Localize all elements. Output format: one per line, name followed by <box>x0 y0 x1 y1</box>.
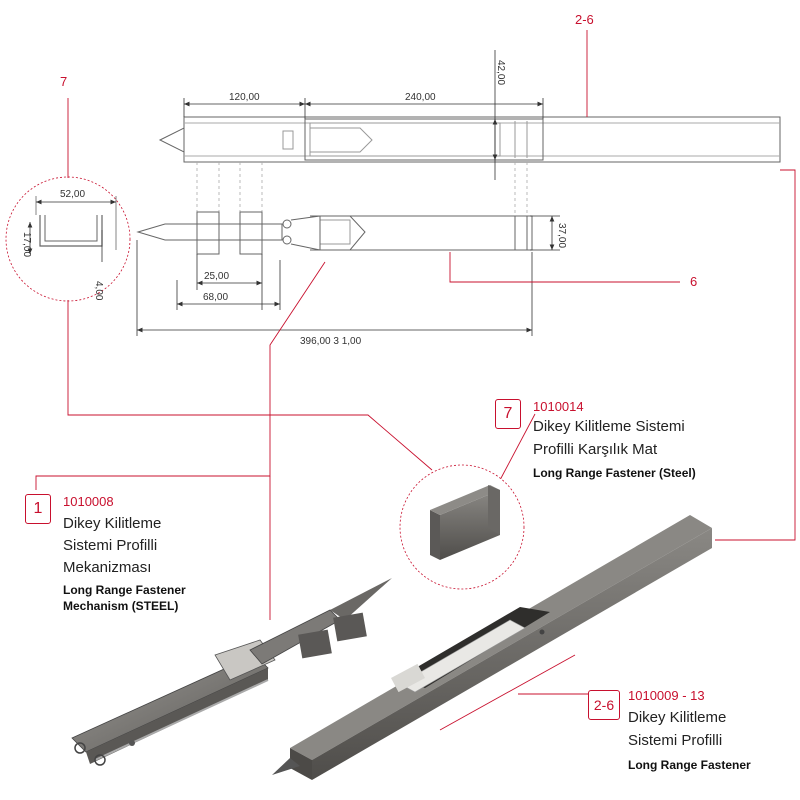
part-1-render <box>71 578 392 766</box>
title-7-line2: Profilli Karşılık Mat <box>533 441 658 458</box>
leader-lines <box>35 30 796 731</box>
mechanism-dimension-lines <box>136 215 560 336</box>
dim-120: 120,00 <box>229 92 260 103</box>
subtitle-1-line2: Mechanism (STEEL) <box>63 599 179 613</box>
label-6-mid: 6 <box>690 274 697 289</box>
code-1010009-13: 1010009 - 13 <box>628 688 705 703</box>
top-dimension-lines <box>183 50 544 180</box>
title-1-line3: Mekanizması <box>63 559 152 576</box>
projection-lines <box>196 162 528 215</box>
dim-4: 4,00 <box>93 281 104 301</box>
title-1-line2: Sistemi Profilli <box>63 537 158 554</box>
dim-25: 25,00 <box>204 271 229 282</box>
dim-37: 37,00 <box>556 223 567 248</box>
dim-52: 52,00 <box>60 189 85 200</box>
title-2-6-line1: Dikey Kilitleme <box>628 709 727 726</box>
subtitle-1-line1: Long Range Fastener <box>63 583 186 597</box>
title-2-6-line2: Sistemi Profilli <box>628 732 723 749</box>
code-1010008: 1010008 <box>63 494 114 509</box>
badge-2-6: 2-6 <box>588 690 620 720</box>
title-1-line1: Dikey Kilitleme <box>63 515 162 532</box>
title-7-line1: Dikey Kilitleme Sistemi <box>533 418 685 435</box>
mechanism-view <box>136 211 533 255</box>
label-7-top: 7 <box>60 74 67 89</box>
badge-1: 1 <box>25 494 51 524</box>
subtitle-7: Long Range Fastener (Steel) <box>533 466 696 480</box>
dim-240: 240,00 <box>405 92 436 103</box>
dim-396: 396,00 3 1,00 <box>300 336 362 347</box>
dim-17: 17,00 <box>21 232 32 257</box>
badge-7: 7 <box>495 399 521 429</box>
label-2-6-top: 2-6 <box>575 12 594 27</box>
subtitle-2-6: Long Range Fastener <box>628 758 751 772</box>
part-2-6-render <box>272 515 712 780</box>
dim-42: 42,00 <box>495 60 506 85</box>
dim-68: 68,00 <box>203 292 228 303</box>
top-profile-view <box>158 116 781 163</box>
part-7-render <box>399 464 525 590</box>
code-1010014: 1010014 <box>533 399 584 414</box>
